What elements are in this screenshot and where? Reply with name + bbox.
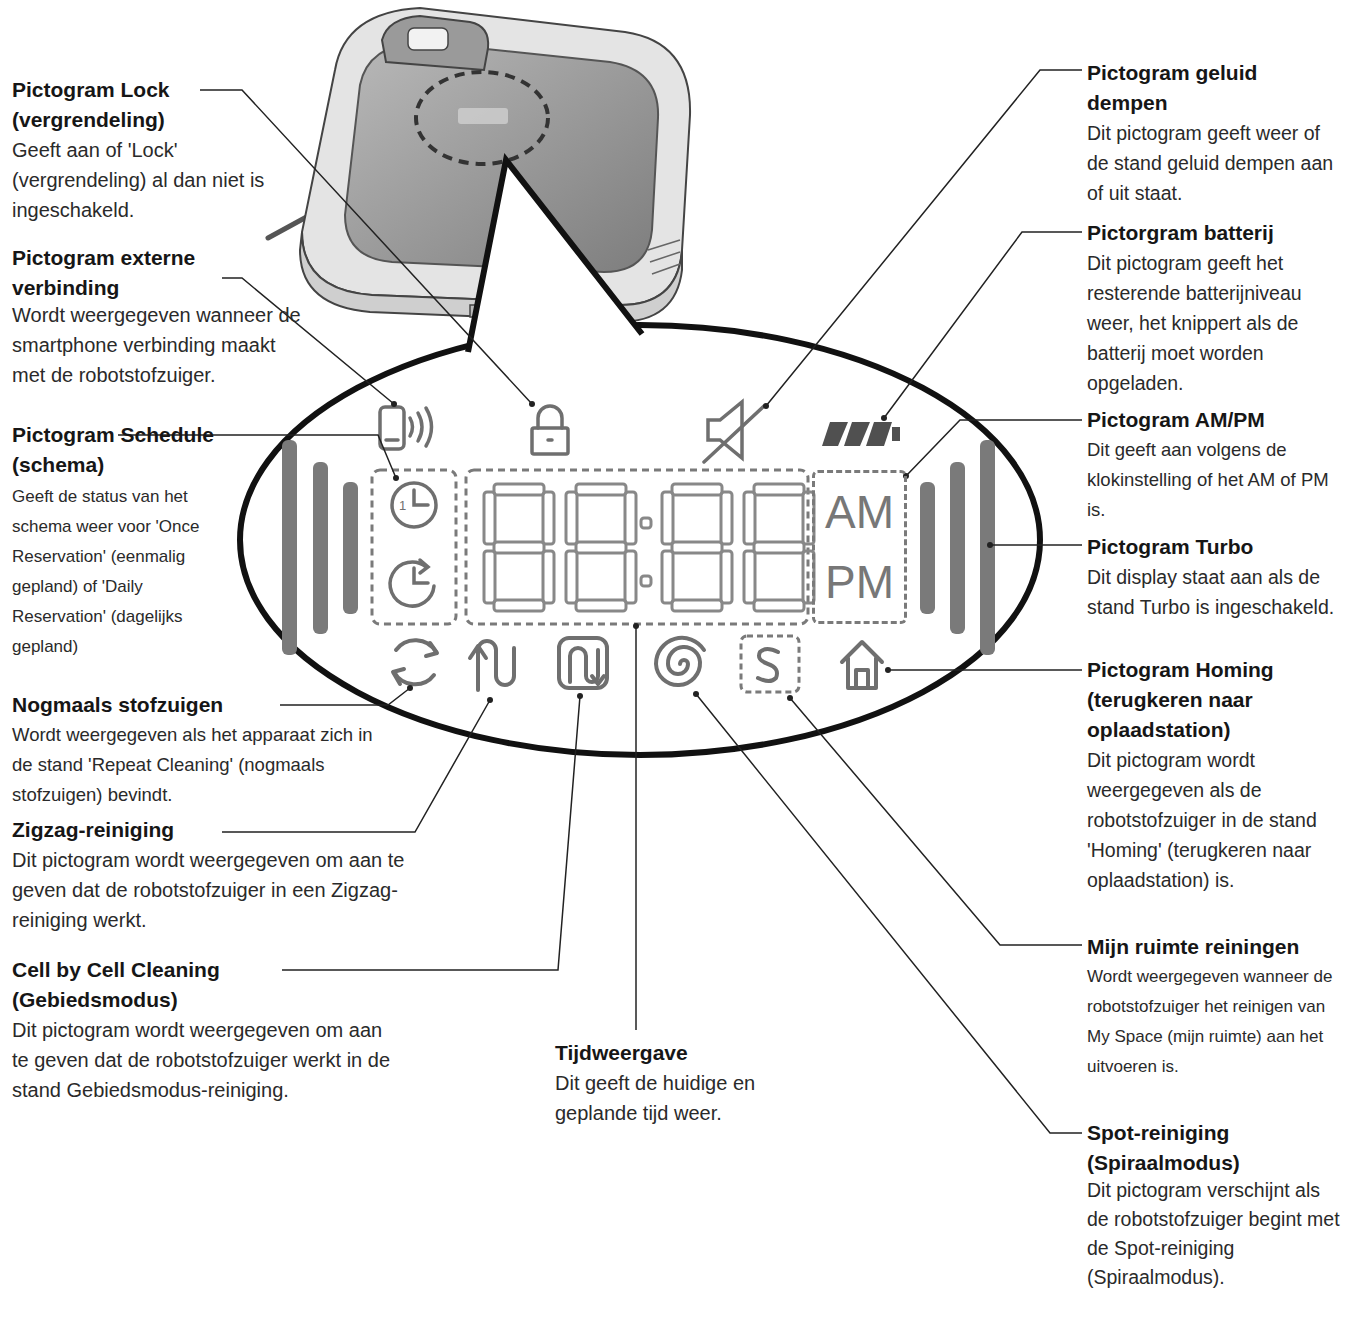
digit-segment bbox=[672, 484, 722, 495]
callout-text: Wordt weergegeven wanneer de smartphone … bbox=[12, 300, 302, 390]
digit-segment bbox=[484, 492, 495, 544]
callout-text: Dit pictogram wordt weergegeven als de r… bbox=[1087, 745, 1345, 895]
callout-heading: Tijdweergave bbox=[555, 1038, 815, 1068]
digit-segment bbox=[494, 600, 544, 611]
battery-icon bbox=[822, 422, 900, 446]
callout-text: Dit geeft de huidige en geplande tijd we… bbox=[555, 1068, 827, 1128]
callout-text: Wordt weergegeven als het apparaat zich … bbox=[12, 720, 384, 810]
callout-text: Dit geeft aan volgens de klokinstelling … bbox=[1087, 435, 1349, 525]
digit-segment bbox=[672, 600, 722, 611]
leader-lines bbox=[118, 70, 1082, 1133]
digit-segment bbox=[662, 551, 673, 603]
digit-segment bbox=[721, 492, 732, 544]
callout-text: Geeft aan of 'Lock' (vergrendeling) al d… bbox=[12, 135, 284, 225]
callout-text: Dit pictogram wordt weergegeven om aan t… bbox=[12, 845, 442, 935]
ampm-text: PM bbox=[825, 555, 894, 609]
myspace-box bbox=[741, 636, 799, 692]
ampm-text: AM bbox=[825, 485, 894, 539]
digit-segment bbox=[494, 484, 544, 495]
digit-segment bbox=[576, 484, 626, 495]
digit-segment bbox=[744, 492, 755, 544]
mode-icons bbox=[393, 638, 882, 690]
digit-segment bbox=[543, 551, 554, 603]
digit-segment bbox=[484, 551, 495, 603]
callout-text: Dit display staat aan als de stand Turbo… bbox=[1087, 562, 1347, 622]
callout-heading: Pictogram AM/PM bbox=[1087, 405, 1347, 435]
digit-segment bbox=[641, 518, 651, 528]
callout-heading: Pictogram geluid dempen bbox=[1087, 58, 1342, 118]
digit-segment bbox=[625, 492, 636, 544]
callout-heading: Pictogram Homing (terugkeren naar oplaad… bbox=[1087, 655, 1345, 745]
digit-segment bbox=[672, 542, 722, 553]
display-outline bbox=[240, 325, 1040, 755]
digit-segment bbox=[641, 576, 651, 586]
time-box bbox=[466, 470, 808, 624]
callout-heading: Pictogram Turbo bbox=[1087, 532, 1347, 562]
digit-segment bbox=[566, 551, 577, 603]
turbo-bars bbox=[282, 440, 995, 655]
robot-vacuum bbox=[268, 8, 690, 322]
digit-segment bbox=[566, 492, 577, 544]
digit-segment bbox=[754, 484, 804, 495]
digit-segment bbox=[754, 600, 804, 611]
callout-heading: Zigzag-reiniging bbox=[12, 815, 272, 845]
callout-heading: Pictogram externe verbinding bbox=[12, 243, 234, 303]
callout-text: Geeft de status van het schema weer voor… bbox=[12, 482, 220, 662]
clock-number: 1 bbox=[399, 499, 411, 513]
callout-text: Dit pictogram geeft weer of de stand gel… bbox=[1087, 118, 1347, 208]
top-icons bbox=[380, 402, 764, 462]
ampm-box: AM PM bbox=[812, 470, 907, 624]
digit-segment bbox=[576, 542, 626, 553]
digit-segment bbox=[721, 551, 732, 603]
callout-text: Dit pictogram geeft het resterende batte… bbox=[1087, 248, 1349, 398]
digit-segment bbox=[662, 492, 673, 544]
digit-segment bbox=[494, 542, 544, 553]
callout-text: Dit pictogram verschijnt als de robotsto… bbox=[1087, 1176, 1345, 1292]
digit-segment bbox=[744, 551, 755, 603]
leader-dots bbox=[391, 401, 993, 703]
callout-text: Dit pictogram wordt weergegeven om aan t… bbox=[12, 1015, 392, 1105]
digit-segment bbox=[625, 551, 636, 603]
digit-segment bbox=[543, 492, 554, 544]
callout-heading: Cell by Cell Cleaning (Gebiedsmodus) bbox=[12, 955, 282, 1015]
callout-heading: Nogmaals stofzuigen bbox=[12, 690, 312, 720]
schedule-box bbox=[372, 470, 456, 624]
callout-heading: Pictogram Schedule (schema) bbox=[12, 420, 224, 480]
digit-segment bbox=[576, 600, 626, 611]
seven-segment-digits bbox=[484, 484, 814, 611]
clock-icons bbox=[390, 483, 436, 606]
callout-heading: Spot-reiniging (Spiraalmodus) bbox=[1087, 1118, 1345, 1178]
callout-heading: Pictorgram batterij bbox=[1087, 218, 1347, 248]
callout-heading: Pictogram Lock (vergrendeling) bbox=[12, 75, 217, 135]
callout-pointer bbox=[468, 160, 642, 352]
callout-heading: Mijn ruimte reiningen bbox=[1087, 932, 1349, 962]
callout-text: Wordt weergegeven wanneer de robotstofzu… bbox=[1087, 962, 1349, 1082]
digit-segment bbox=[754, 542, 804, 553]
